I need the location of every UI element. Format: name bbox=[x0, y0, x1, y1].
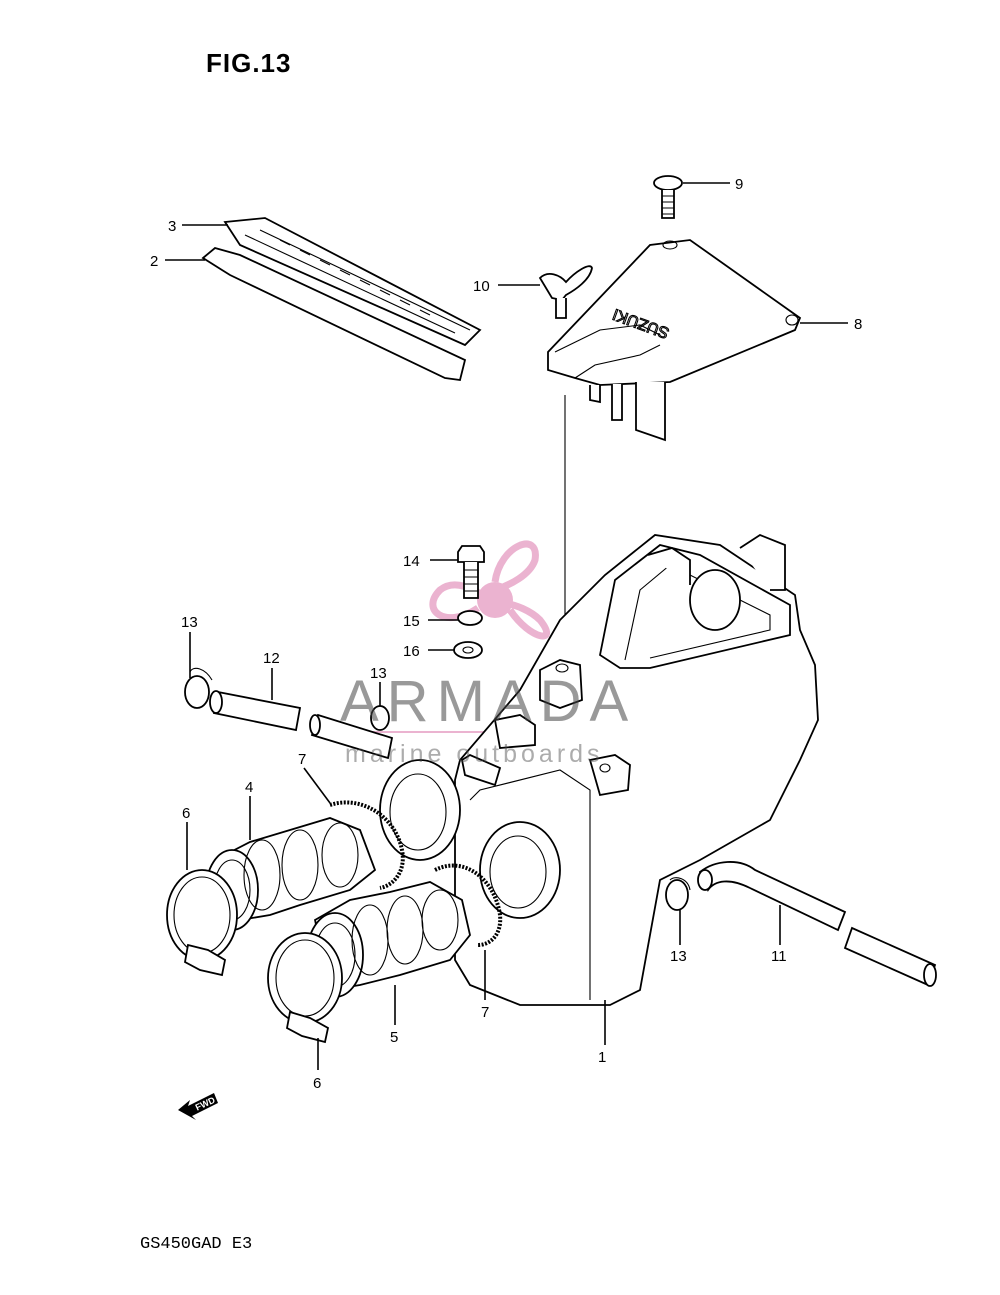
callout-16: 16 bbox=[403, 643, 420, 660]
callout-14: 14 bbox=[403, 553, 420, 570]
part-11-hose bbox=[697, 861, 937, 987]
callout-13c: 13 bbox=[670, 948, 687, 965]
part-12-hose bbox=[209, 690, 394, 760]
model-code: GS450GAD E3 bbox=[140, 1235, 253, 1254]
part-6-clamp-b bbox=[267, 932, 343, 1044]
part-10-wing-nut bbox=[538, 265, 593, 319]
fwd-arrow-icon: FWD bbox=[178, 1093, 218, 1120]
callout-7a: 7 bbox=[298, 751, 306, 768]
callout-6b: 6 bbox=[313, 1075, 321, 1092]
part-3-filter-frame bbox=[223, 217, 482, 347]
callout-11: 11 bbox=[771, 948, 787, 965]
watermark-brand: ARMADA bbox=[340, 669, 637, 734]
callout-9: 9 bbox=[735, 176, 743, 193]
part-1-air-cleaner-housing bbox=[379, 533, 819, 1006]
figure-title: FIG.13 bbox=[206, 48, 292, 78]
part-7-spring-b bbox=[434, 863, 503, 947]
leader-lines bbox=[165, 182, 848, 1070]
part-13-clip-c bbox=[665, 877, 691, 911]
part-14-bolt bbox=[457, 545, 485, 599]
callout-7b: 7 bbox=[481, 1004, 489, 1021]
callout-labels: 1 2 3 4 5 6 6 7 7 8 9 10 11 12 13 13 13 … bbox=[150, 176, 862, 1092]
part-15-lock-washer bbox=[457, 610, 483, 626]
callout-12: 12 bbox=[263, 650, 280, 667]
callout-2: 2 bbox=[150, 253, 158, 270]
callout-6a: 6 bbox=[182, 805, 190, 822]
callout-4: 4 bbox=[245, 779, 253, 796]
part-13-clip-a bbox=[184, 667, 213, 709]
callout-13a: 13 bbox=[181, 614, 198, 631]
callout-5: 5 bbox=[390, 1029, 398, 1046]
callout-13b: 13 bbox=[370, 665, 387, 682]
part-2-filter-element bbox=[201, 247, 467, 381]
callout-3: 3 bbox=[168, 218, 176, 235]
part-16-washer bbox=[453, 641, 483, 659]
callout-10: 10 bbox=[473, 278, 490, 295]
callout-15: 15 bbox=[403, 613, 420, 630]
callout-1: 1 bbox=[598, 1049, 606, 1066]
part-6-clamp-a bbox=[166, 869, 238, 977]
watermark-tagline: marine outboards bbox=[345, 740, 604, 768]
part-8-air-cleaner-cover: SUZUKI bbox=[547, 239, 802, 442]
part-9-screw bbox=[653, 175, 683, 219]
callout-8: 8 bbox=[854, 316, 862, 333]
